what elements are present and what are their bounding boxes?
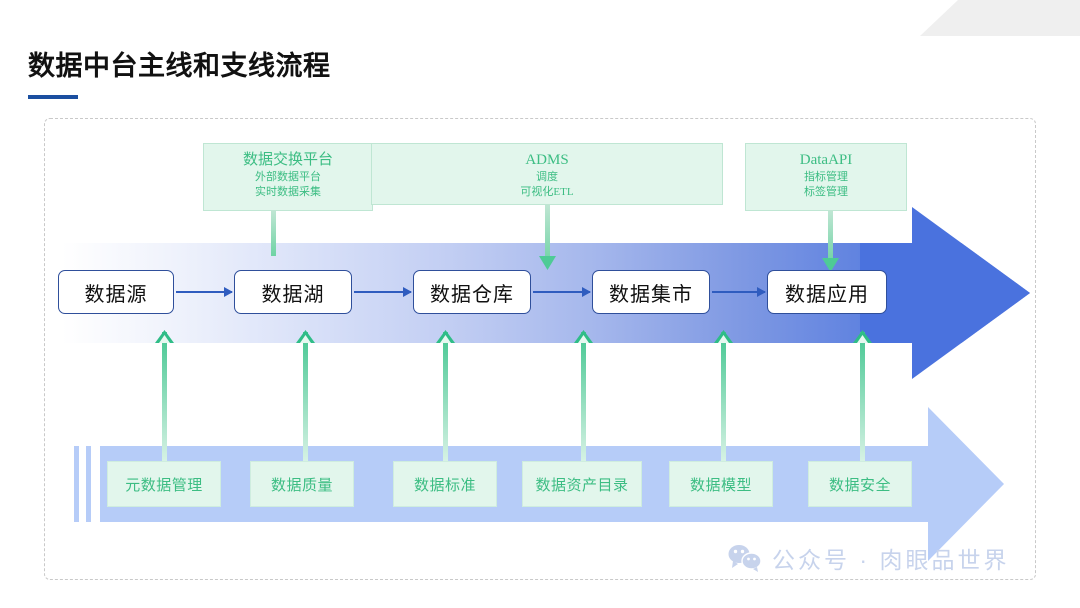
connector-up-data-standard xyxy=(443,332,448,461)
governance-box-data-standard[interactable]: 数据标准 xyxy=(393,461,497,507)
governance-box-label: 数据质量 xyxy=(270,477,333,494)
platform-box-data-exchange[interactable]: 数据交换平台 外部数据平台 实时数据采集 xyxy=(203,143,373,211)
flow-node-data-mart[interactable]: 数据集市 xyxy=(592,270,710,314)
sub-arrow-tick-1 xyxy=(74,446,79,522)
platform-title: ADMS xyxy=(525,152,569,168)
flow-node-data-application[interactable]: 数据应用 xyxy=(767,270,887,314)
flow-connector-1 xyxy=(176,287,233,297)
connector-up-data-model xyxy=(721,332,726,461)
flow-connector-4 xyxy=(712,287,766,297)
title-underline xyxy=(28,95,78,99)
watermark: 公众号 · 肉眼品世界 xyxy=(728,541,1009,575)
connector-up-data-quality xyxy=(303,332,308,461)
wechat-icon xyxy=(728,545,762,572)
sub-arrow-tick-2 xyxy=(86,446,91,522)
connector-up-data-security xyxy=(860,332,865,461)
connector-down-adms xyxy=(545,205,550,265)
platform-subtitle-1: 外部数据平台 xyxy=(255,171,321,183)
governance-box-data-model[interactable]: 数据模型 xyxy=(669,461,773,507)
platform-box-adms[interactable]: ADMS 调度 可视化ETL xyxy=(371,143,723,205)
governance-box-label: 数据安全 xyxy=(828,477,891,494)
platform-subtitle-2: 实时数据采集 xyxy=(255,186,321,198)
platform-subtitle-1: 调度 xyxy=(536,171,558,183)
platform-title: DataAPI xyxy=(799,152,853,168)
governance-box-label: 数据标准 xyxy=(413,477,476,494)
page-title: 数据中台主线和支线流程 xyxy=(28,51,331,81)
platform-subtitle-1: 指标管理 xyxy=(804,171,848,183)
governance-box-data-quality[interactable]: 数据质量 xyxy=(250,461,354,507)
governance-box-data-asset-catalog[interactable]: 数据资产目录 xyxy=(522,461,642,507)
flow-node-data-lake[interactable]: 数据湖 xyxy=(234,270,352,314)
connector-up-metadata-management xyxy=(162,332,167,461)
governance-box-label: 数据模型 xyxy=(689,477,752,494)
connector-down-data-exchange xyxy=(271,211,276,256)
flow-connector-2 xyxy=(354,287,412,297)
governance-box-label: 元数据管理 xyxy=(125,477,203,494)
connector-up-data-asset-catalog xyxy=(581,332,586,461)
platform-subtitle-2: 标签管理 xyxy=(804,186,848,198)
flow-node-data-source[interactable]: 数据源 xyxy=(58,270,174,314)
corner-decoration-shape xyxy=(920,0,1080,36)
governance-box-label: 数据资产目录 xyxy=(535,477,629,494)
platform-subtitle-2: 可视化ETL xyxy=(520,186,574,198)
flow-connector-3 xyxy=(533,287,591,297)
connector-down-dataapi xyxy=(828,211,833,264)
governance-box-data-security[interactable]: 数据安全 xyxy=(808,461,912,507)
platform-title: 数据交换平台 xyxy=(242,152,333,168)
watermark-text: 公众号 · 肉眼品世界 xyxy=(772,547,1010,573)
governance-box-metadata-management[interactable]: 元数据管理 xyxy=(107,461,221,507)
governance-arrow-body xyxy=(100,446,942,522)
platform-box-dataapi[interactable]: DataAPI 指标管理 标签管理 xyxy=(745,143,907,211)
flow-node-data-warehouse[interactable]: 数据仓库 xyxy=(413,270,531,314)
